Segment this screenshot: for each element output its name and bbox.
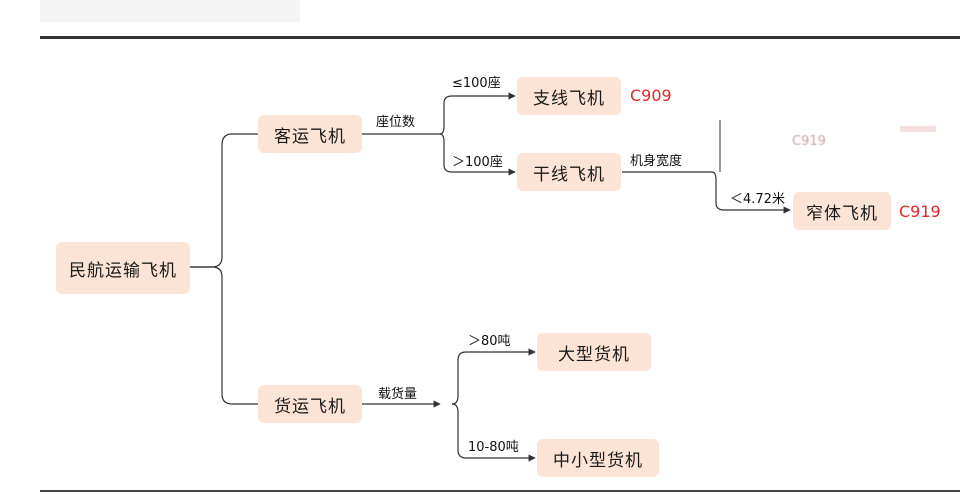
edge-label-load: 载货量 — [378, 387, 418, 402]
edge-label-seats: 座位数 — [376, 115, 416, 130]
node-large-cargo: 大型货机 — [537, 333, 651, 371]
node-cargo-aircraft: 货运飞机 — [258, 385, 362, 423]
header-shadow — [40, 0, 300, 22]
edge-label-10-80: 10-80吨 — [468, 440, 519, 455]
node-small-medium-cargo: 中小型货机 — [537, 439, 659, 477]
faded-mark — [900, 126, 936, 132]
edge-label-le100: ≤100座 — [452, 76, 501, 91]
node-regional-aircraft: 支线飞机 — [517, 77, 621, 115]
edge-label-fuselage-width: 机身宽度 — [630, 154, 683, 169]
bottom-rule — [40, 490, 960, 492]
node-civil-transport-aircraft: 民航运输飞机 — [56, 242, 190, 294]
node-passenger-aircraft: 客运飞机 — [258, 115, 362, 153]
narrowbody-model: C919 — [899, 202, 941, 221]
regional-model: C909 — [630, 86, 672, 105]
faded-model-text: C919 — [792, 134, 826, 149]
node-narrowbody-aircraft: 窄体飞机 — [793, 192, 891, 230]
edge-label-lt472: ＜4.72米 — [730, 192, 785, 207]
edge-label-gt80: ＞80吨 — [468, 334, 511, 349]
node-mainline-aircraft: 干线飞机 — [517, 153, 621, 191]
top-rule — [40, 36, 960, 39]
edge-label-gt100: ＞100座 — [452, 155, 503, 170]
